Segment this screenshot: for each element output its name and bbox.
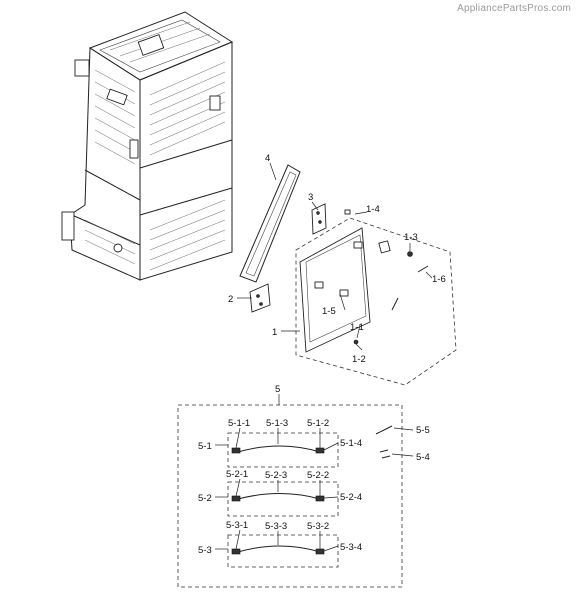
door-assembly-box <box>295 217 457 386</box>
screws-5-4 <box>379 449 391 459</box>
callout-5-3: 5-3 <box>198 545 212 556</box>
callout-1-5: 1-5 <box>322 306 336 317</box>
callout-5-4: 5-4 <box>416 452 430 463</box>
callout-1-2: 1-2 <box>352 354 366 365</box>
callout-2: 2 <box>228 294 233 305</box>
callout-1-6: 1-6 <box>432 274 446 285</box>
drawer-rail-5-3 <box>231 545 325 555</box>
callout-5-2-3: 5-2-3 <box>265 470 287 481</box>
callout-5-2-4: 5-2-4 <box>340 492 362 503</box>
callout-5-3-2: 5-3-2 <box>307 521 329 532</box>
callout-5: 5 <box>275 384 280 395</box>
callout-5-2: 5-2 <box>198 493 212 504</box>
spring-5-5 <box>375 425 393 435</box>
watermark: AppliancePartsPros.com <box>457 3 571 14</box>
callout-5-2-1: 5-2-1 <box>226 469 248 480</box>
hinge-bracket-3 <box>311 203 327 235</box>
refrigerator-cabinet <box>61 11 234 281</box>
drawer-rail-kit-box <box>177 404 403 588</box>
callout-5-1-1: 5-1-1 <box>228 418 250 429</box>
callout-1-4: 1-4 <box>366 204 380 215</box>
callout-1-1: 1-1 <box>350 322 364 333</box>
door-hardware <box>353 240 429 345</box>
callout-5-3-3: 5-3-3 <box>265 521 287 532</box>
leader-lines <box>215 162 433 552</box>
callout-5-1: 5-1 <box>198 441 212 452</box>
drawer-rail-5-2 <box>231 493 325 502</box>
freezer-door <box>299 209 371 353</box>
callout-5-1-2: 5-1-2 <box>307 418 329 429</box>
callout-labels: 4 2 3 1-4 1 1-5 1-1 1-2 1-3 1-6 5 5-1 5-… <box>198 153 446 556</box>
hinge-bracket-2 <box>249 283 271 313</box>
callout-1-3: 1-3 <box>404 232 418 243</box>
callout-5-3-1: 5-3-1 <box>226 520 248 531</box>
callout-5-3-4: 5-3-4 <box>340 542 362 553</box>
callout-5-5: 5-5 <box>416 425 430 436</box>
callout-5-1-3: 5-1-3 <box>266 418 288 429</box>
callout-3: 3 <box>308 192 313 203</box>
callout-4: 4 <box>265 153 270 164</box>
callout-1: 1 <box>272 327 277 338</box>
door-gasket <box>239 164 301 283</box>
callout-5-1-4: 5-1-4 <box>340 438 362 449</box>
callout-5-2-2: 5-2-2 <box>307 470 329 481</box>
drawer-rail-5-1 <box>231 445 325 454</box>
